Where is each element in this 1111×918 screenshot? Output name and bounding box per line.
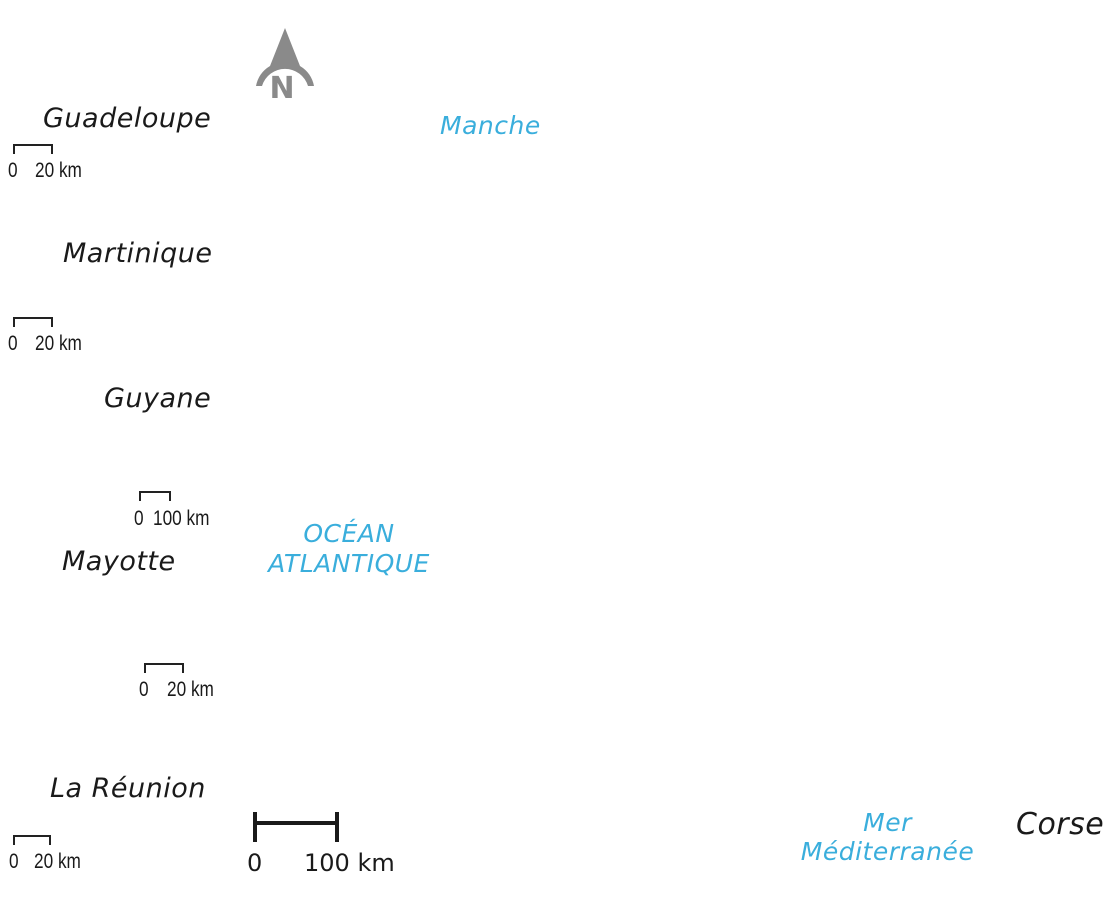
scalebar-line xyxy=(13,317,53,327)
scalebar-line xyxy=(13,144,53,154)
label-corse: Corse xyxy=(1016,807,1105,842)
label-guyane: Guyane xyxy=(104,383,212,414)
mer-line-2: Méditerranée xyxy=(800,837,975,866)
scalebar-distance: 20 km xyxy=(167,678,214,701)
scalebar-zero: 0 xyxy=(139,678,149,701)
scalebar-line xyxy=(13,835,51,845)
north-letter: N xyxy=(269,71,294,102)
scalebar-distance: 20 km xyxy=(34,850,81,873)
scalebar-metropole-zero: 0 xyxy=(247,849,263,877)
label-reunion: La Réunion xyxy=(50,773,206,804)
scalebar-metropole-distance: 100 km xyxy=(304,849,395,877)
scalebar-zero: 0 xyxy=(8,159,18,182)
scalebar-line xyxy=(144,663,184,673)
mer-line-1: Mer xyxy=(863,808,912,837)
scalebar-distance: 20 km xyxy=(35,332,82,355)
scalebar-zero: 0 xyxy=(8,332,18,355)
label-manche: Manche xyxy=(440,111,541,140)
scalebar-metropole-line xyxy=(253,812,339,842)
scalebar-zero: 0 xyxy=(134,507,144,530)
label-ocean-atlantique: OCÉAN ATLANTIQUE xyxy=(268,521,430,576)
scalebar-zero: 0 xyxy=(9,850,19,873)
north-arrow-icon: N xyxy=(256,28,314,102)
label-mer-mediterranee: Mer Méditerranée xyxy=(800,810,975,864)
scalebar-distance: 20 km xyxy=(35,159,82,182)
ocean-line-2: ATLANTIQUE xyxy=(268,549,430,578)
ocean-line-1: OCÉAN xyxy=(303,519,395,548)
scalebar-distance: 100 km xyxy=(153,507,210,530)
label-guadeloupe: Guadeloupe xyxy=(43,103,212,134)
scalebar-line xyxy=(139,491,171,501)
label-martinique: Martinique xyxy=(63,238,213,269)
label-mayotte: Mayotte xyxy=(62,546,176,577)
